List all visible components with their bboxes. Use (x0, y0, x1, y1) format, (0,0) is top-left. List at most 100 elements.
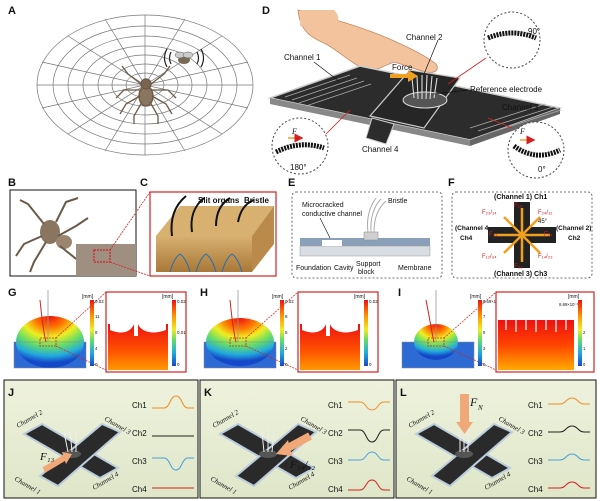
g-tick: 0 (95, 362, 98, 367)
h-tick: 8 (285, 314, 288, 319)
k-ch1-label: Ch1 (328, 401, 343, 410)
f13-label: F₁₃ (514, 203, 523, 209)
l-ch1-label: Ch1 (528, 401, 543, 410)
g-tick: 11 (95, 314, 100, 319)
panel-g-label: G (8, 287, 17, 299)
colorbar-g (90, 300, 94, 366)
reference-electrode-label: Reference electrode (470, 85, 543, 94)
panel-b: B (8, 177, 151, 277)
angle-180-label: 180° (290, 163, 307, 172)
block-label: block (358, 269, 375, 276)
hand-drawing (297, 9, 438, 73)
g2-tick: 0 (177, 362, 180, 367)
bristles-c (170, 195, 255, 237)
k-cross (217, 422, 318, 488)
i-tick: 8.69×10⁻³ (483, 299, 502, 304)
inset-180: F 180° (271, 109, 351, 175)
panel-i: I [mm] 8.69×10⁻³ 7 5 3 0 [mm] 8.69×10⁻³ (398, 287, 595, 373)
l-ch4-trace (548, 481, 590, 489)
channel-4-label: Channel 4 (362, 145, 399, 154)
i-tick: 5 (483, 330, 486, 335)
panel-l: L F N Channel 2 Channel 3 Channel 1 Chan… (395, 379, 597, 499)
f42-label: F₄₂ (489, 232, 498, 238)
conductive-channel-label: conductive channel (302, 211, 362, 218)
membrane-label: Membrane (398, 265, 432, 272)
f-angle-label: 45° (538, 219, 548, 225)
j-ch3-label: Ch3 (132, 457, 147, 466)
f14-23-label: F₁₄/₂₃ (538, 254, 553, 260)
channel-2-label: Channel 2 (406, 33, 443, 42)
i-unit: [mm] (470, 294, 482, 300)
l-ch2-trace (548, 425, 590, 433)
g2-tick: 0.02 (177, 299, 186, 304)
h-tick: 0.02 (285, 299, 294, 304)
leg-closeup (76, 244, 136, 276)
k-ch4-trace (348, 479, 390, 491)
panel-d-label: D (262, 5, 270, 17)
panel-k-label: K (204, 387, 212, 399)
panel-d: D (262, 5, 565, 179)
l-ch3-trace (548, 453, 590, 461)
colorbar-i (478, 300, 482, 366)
l-ch3-label: Ch3 (528, 457, 543, 466)
cavity (322, 240, 342, 246)
k-ch2-label: Ch2 (328, 429, 343, 438)
h2-unit: [mm] (354, 294, 366, 300)
l-force-label: F (469, 395, 478, 409)
channel-3-label: Channel 3 (502, 103, 539, 112)
foundation-label: Foundation (296, 265, 331, 272)
panel-c-label: C (140, 177, 148, 189)
j-ch2-label: Ch2 (132, 429, 147, 438)
k-ch2-trace (348, 429, 390, 443)
panel-e-label: E (288, 177, 295, 189)
angle-90-label: 90° (528, 27, 540, 36)
panel-i-label: I (398, 287, 401, 299)
zoom-box-b (93, 249, 111, 263)
panel-j: J F₁₃ Channel 2 Channel 3 Channel 1 Chan… (3, 379, 199, 499)
k-ch3-label: Ch3 (328, 457, 343, 466)
microcracked-label: Microcracked (302, 202, 344, 209)
bristle-e (367, 197, 387, 233)
j-ch4-label: Ch4 (132, 485, 147, 494)
j-ch1-label: Ch1 (132, 401, 147, 410)
g-unit: [mm] (82, 294, 94, 300)
f-ch4-label: (Channel 4 (455, 225, 489, 232)
bristle-c-label: Bristle (244, 196, 269, 205)
spider-drawing (115, 65, 177, 124)
h-tick: 5 (285, 330, 288, 335)
i2-unit: [mm] (568, 294, 580, 300)
panel-c: C Slit organs Bristle (140, 177, 277, 277)
f24-12-label: F₂₄/₁₂ (538, 210, 553, 216)
conductive-layer (300, 238, 430, 246)
i-tick: 7 (483, 314, 486, 319)
angle-0-label: 0° (538, 165, 546, 174)
force-label: Force (392, 63, 413, 72)
inset-0-force: F (519, 127, 525, 136)
l-ch4-label: Ch4 (528, 485, 543, 494)
h2-tick: 0.02 (369, 299, 378, 304)
inset-90: 90° (447, 11, 541, 85)
force-directions (494, 208, 550, 262)
panel-j-label: J (8, 387, 14, 399)
j-ch1-trace (152, 395, 194, 409)
foundation (299, 245, 431, 257)
h2-tick: 0 (369, 362, 372, 367)
force-arrow: Force (390, 63, 418, 82)
l-cross (413, 394, 514, 488)
j-force-label: F₁₃ (39, 451, 55, 463)
support-label: Support (356, 261, 381, 268)
panel-a: A (8, 5, 254, 156)
i2-tick: 2 (583, 330, 586, 335)
l-ch2-label: Ch2 (528, 429, 543, 438)
bristle-e-label: Bristle (388, 198, 408, 205)
panel-b-label: B (8, 177, 16, 189)
f23-14-label: F₂₃/₁₄ (482, 210, 497, 216)
panel-h-label: H (200, 287, 208, 299)
k-ch1-trace (348, 401, 390, 411)
h-tick: 0 (285, 362, 288, 367)
i2-tick: 1 (583, 346, 586, 351)
f-ch2b-label: Ch2 (568, 235, 581, 242)
g2-unit: [mm] (162, 294, 174, 300)
k-force-label: F₃₄/₁₂ (289, 459, 315, 471)
